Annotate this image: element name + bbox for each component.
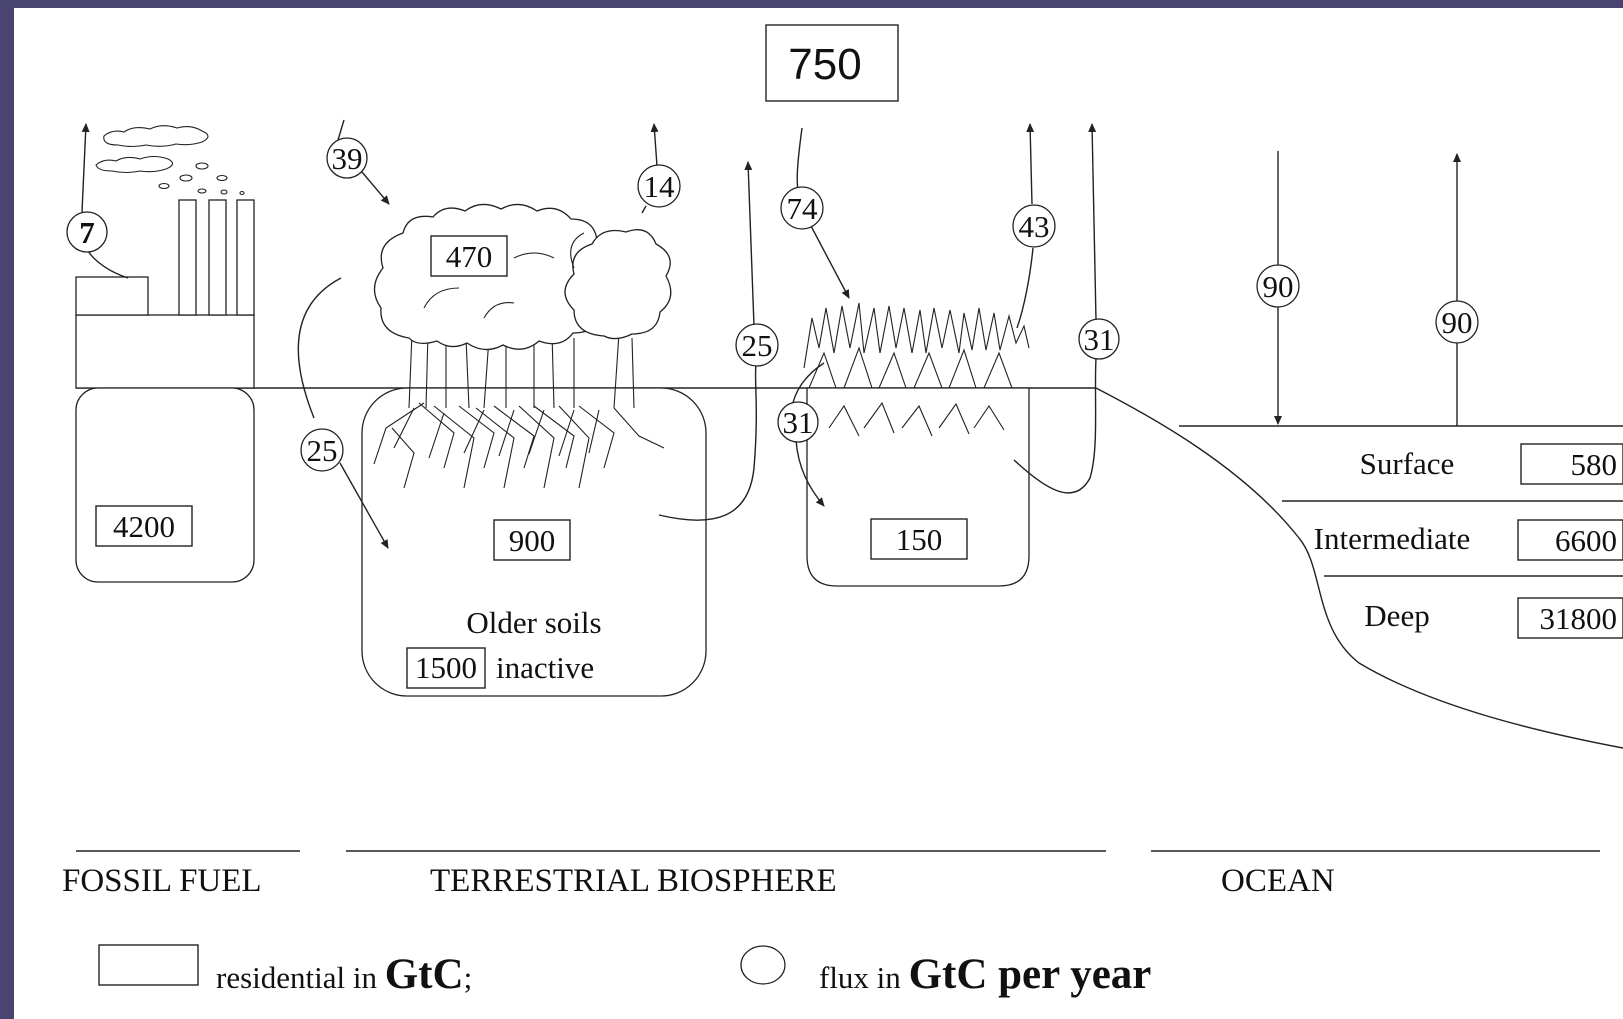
litter-arrow [339, 462, 389, 549]
flux-grass-release: 43 [1012, 204, 1056, 248]
flux-grass-uptake: 74 [780, 186, 824, 230]
svg-text:39: 39 [332, 141, 363, 176]
svg-text:31: 31 [783, 405, 814, 440]
terrestrial-section-label: TERRESTRIAL BIOSPHERE [430, 863, 837, 899]
tree-release-line [641, 205, 647, 214]
soil-respiration-arrow [744, 161, 755, 327]
legend: residential in GtC; flux in GtC per year [98, 944, 1151, 998]
legend-circle-swatch [740, 945, 786, 985]
diagram-panel: 750 4200 7 [14, 8, 1623, 1019]
coastline [1095, 387, 1623, 749]
surface-reservoir-value: 580 [1520, 443, 1623, 485]
svg-text:74: 74 [787, 191, 819, 226]
surface-label: Surface [1360, 446, 1455, 481]
ocean-section-label: OCEAN [1221, 863, 1335, 899]
flux-grass-soil-respiration: 31 [1078, 318, 1120, 360]
grass-soil-respiration-arrow [1088, 123, 1097, 321]
flux-soil-respiration: 25 [735, 323, 779, 367]
flux-ocean-uptake: 90 [1256, 264, 1300, 308]
svg-text:4200: 4200 [113, 509, 175, 544]
older-soils-label: Older soils [466, 605, 601, 640]
svg-text:31: 31 [1084, 322, 1115, 357]
grass-icon [803, 302, 1030, 437]
smoke-icon [95, 125, 245, 196]
grass-release-arrow [1026, 123, 1035, 205]
carbon-cycle-diagram: 750 4200 7 [62, 24, 1623, 998]
atmosphere-reservoir: 750 [765, 24, 899, 102]
deep-label: Deep [1364, 598, 1429, 633]
grass-uptake-arrow [810, 225, 850, 299]
deep-reservoir-value: 31800 [1517, 597, 1623, 639]
flux-fossil-emission: 7 [66, 211, 108, 253]
trees-icon [373, 203, 672, 409]
fossil-section-label: FOSSIL FUEL [62, 863, 262, 899]
tree-uptake-arrow [361, 171, 390, 205]
flux-tree-release: 14 [637, 164, 681, 208]
intermediate-reservoir-value: 6600 [1517, 519, 1623, 561]
svg-text:31800: 31800 [1540, 601, 1618, 636]
grass-uptake-top-line [796, 127, 803, 191]
svg-text:470: 470 [446, 239, 493, 274]
svg-text:7: 7 [79, 215, 95, 250]
intermediate-label: Intermediate [1314, 521, 1471, 556]
soil-respiration-line [658, 364, 758, 521]
grass-soil-respiration-line [1013, 357, 1097, 494]
legend-circle-text: flux in GtC per year [819, 951, 1151, 998]
older-soils-value: 1500 [406, 647, 486, 689]
tree-release-arrow [650, 123, 659, 167]
factory-icon [75, 125, 255, 389]
svg-text:150: 150 [896, 522, 943, 557]
grass-litter-arrow [795, 439, 825, 507]
inactive-label: inactive [496, 650, 594, 685]
flux-litter-to-soil: 25 [300, 428, 344, 472]
fossil-flux-arrow [81, 123, 90, 213]
svg-text:1500: 1500 [415, 650, 477, 685]
svg-text:900: 900 [509, 523, 556, 558]
tree-uptake-top-line [337, 119, 345, 141]
svg-text:25: 25 [742, 328, 773, 363]
vegetation-reservoir-value: 470 [430, 235, 508, 277]
legend-box-text: residential in GtC; [216, 951, 472, 998]
svg-text:14: 14 [644, 169, 676, 204]
litter-line [297, 277, 342, 419]
fossil-reservoir-shape [75, 387, 255, 583]
svg-text:580: 580 [1571, 447, 1618, 482]
svg-text:6600: 6600 [1555, 523, 1617, 558]
svg-text:43: 43 [1019, 209, 1050, 244]
atmosphere-value: 750 [788, 40, 861, 89]
fossil-reservoir-value: 4200 [95, 505, 193, 547]
svg-text:90: 90 [1263, 269, 1294, 304]
svg-text:25: 25 [307, 433, 338, 468]
flux-grass-litter: 31 [777, 401, 819, 443]
flux-tree-uptake: 39 [326, 137, 368, 179]
flux-ocean-release: 90 [1435, 300, 1479, 344]
grass-release-line [1016, 247, 1034, 329]
grass-soil-reservoir-value: 150 [870, 518, 968, 560]
soil-reservoir-value: 900 [493, 519, 571, 561]
legend-box-swatch [98, 944, 199, 986]
roots-icon [373, 402, 665, 489]
svg-text:90: 90 [1442, 305, 1473, 340]
grass-soil-reservoir-shape [806, 387, 1030, 587]
